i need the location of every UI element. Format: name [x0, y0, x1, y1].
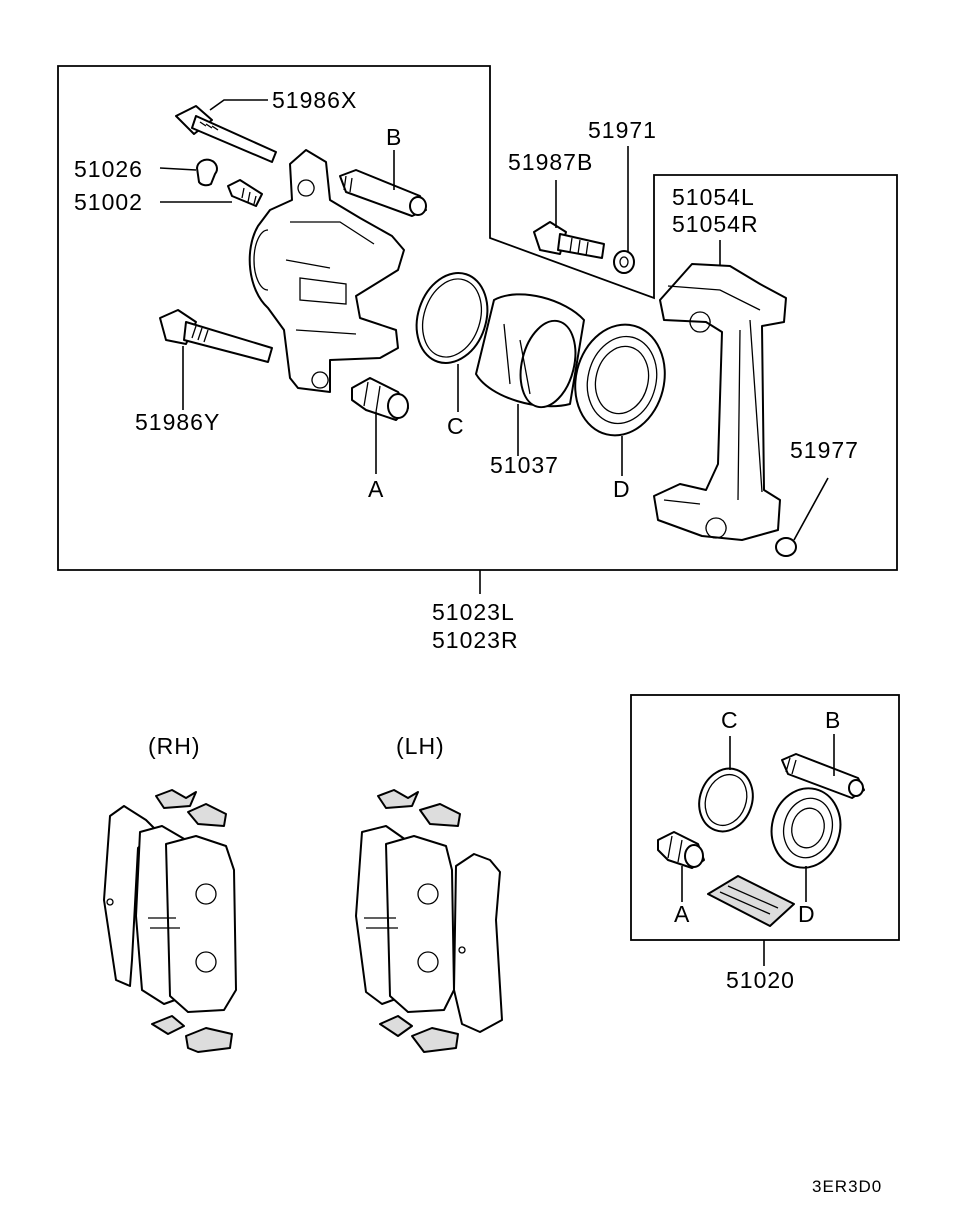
piston	[475, 293, 585, 409]
guide-pin-upper	[175, 105, 277, 163]
piston-boot-d	[574, 323, 666, 437]
kit-pin-boot-a	[657, 831, 705, 869]
kit-slide-pin-b	[781, 753, 865, 799]
brake-pad-set-lh	[355, 789, 503, 1053]
part-label-51054r: 51054R	[672, 211, 759, 237]
pin-boot-a	[351, 377, 409, 421]
rh-label: (RH)	[148, 733, 201, 759]
kit-label-b: B	[825, 707, 841, 733]
part-label-51023l: 51023L	[432, 599, 515, 625]
caliper-support-bracket	[653, 263, 787, 541]
caliper-body	[248, 149, 405, 393]
caliper-assembly-frame	[57, 65, 898, 571]
part-label-51986y: 51986Y	[135, 409, 220, 435]
part-label-51037: 51037	[490, 452, 559, 478]
part-label-51987b: 51987B	[508, 149, 593, 175]
part-label-51054l: 51054L	[672, 184, 755, 210]
part-label-51020: 51020	[726, 967, 795, 993]
part-label-51971: 51971	[588, 117, 657, 143]
part-label-a-top: A	[368, 476, 384, 502]
seal-kit-frame	[630, 694, 900, 941]
brake-pad-set-rh	[103, 789, 237, 1053]
grease-pack	[707, 875, 795, 927]
kit-seal-ring-c	[698, 767, 754, 833]
kit-piston-boot-d	[770, 787, 842, 869]
lh-label: (LH)	[396, 733, 445, 759]
guide-pin-lower	[159, 309, 273, 363]
piston-seal-c	[415, 272, 489, 364]
lock-washer	[613, 250, 635, 274]
part-label-51002: 51002	[74, 189, 143, 215]
part-label-c-top: C	[447, 413, 465, 439]
part-label-51026: 51026	[74, 156, 143, 182]
part-label-d-top: D	[613, 476, 631, 502]
dust-cap	[196, 158, 218, 187]
kit-label-a: A	[674, 901, 690, 927]
part-label-51977: 51977	[790, 437, 859, 463]
figure-code: 3ER3D0	[812, 1177, 882, 1196]
part-label-b-top: B	[386, 124, 402, 150]
kit-label-c: C	[721, 707, 739, 733]
slide-pin-b	[339, 169, 427, 217]
part-label-51023r: 51023R	[432, 627, 519, 653]
part-label-51986x: 51986X	[272, 87, 357, 113]
kit-label-d: D	[798, 901, 816, 927]
caliper-bolt	[533, 221, 605, 259]
bracket-cap	[775, 537, 797, 557]
bleeder-screw	[227, 179, 263, 207]
